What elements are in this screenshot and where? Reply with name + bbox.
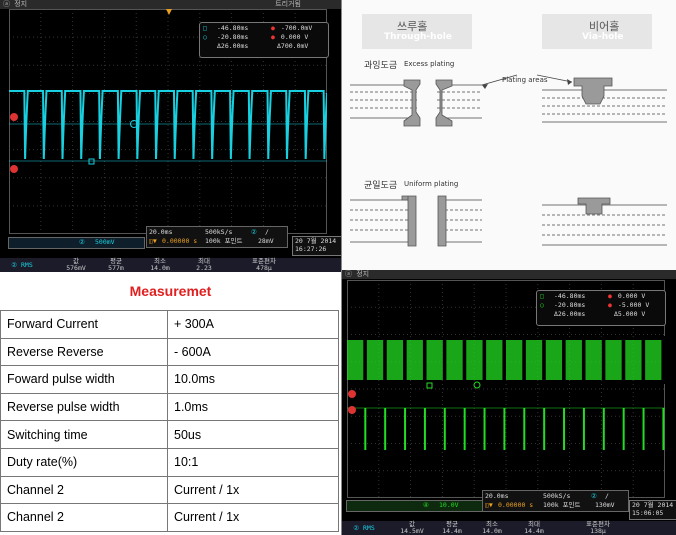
via-hole-title-en: Via-hole (582, 32, 624, 42)
parameter-name-cell: Foward pulse width (0, 365, 168, 394)
parameter-name-cell: Duty rate(%) (0, 447, 168, 477)
scope1-horizontal-settings[interactable]: 20.0ms 500kS/s ② / ◫▼ 0.00000 s 100k 포인트… (146, 226, 288, 248)
scope2-cursor-marker (426, 382, 433, 389)
parameter-value-cell: Current / 1x (167, 475, 339, 505)
parameter-name-cell: Reverse pulse width (0, 392, 168, 422)
parameter-name-cell: Forward Current (0, 310, 168, 339)
plating-cross-section-drawing (350, 14, 667, 247)
scope2-gap (462, 336, 467, 384)
scope2-gap (363, 336, 367, 384)
scope1-statistics-bar: ② RMS 값 평균 최소 최대 표준편차 576mV 577m 14.0m 2… (0, 258, 341, 272)
parameter-name-cell: Channel 2 (0, 475, 168, 505)
oscilloscope-screen-1: ⓐ 정지 트리거됨 □-46.80ms●-700.0mV ○-20.80ms●0… (0, 0, 342, 272)
cursor-b-marker (10, 113, 18, 121)
scope2-gap (621, 336, 626, 384)
cursor-b-marker (348, 390, 356, 398)
scope2-gap (581, 336, 586, 384)
scope1-waveform-display[interactable] (9, 9, 327, 234)
through-hole-title-en: Through-hole (384, 32, 452, 42)
scope2-run-status: ⓐ 정지 (345, 270, 370, 278)
scope2-gap (641, 336, 646, 384)
parameter-value-cell: Current / 1x (167, 503, 339, 532)
parameter-value-cell: + 300A (167, 310, 339, 339)
scope1-cursor-marker (88, 158, 95, 165)
scope2-gap (661, 336, 665, 384)
scope2-gap (601, 336, 606, 384)
scope2-horizontal-settings[interactable]: 20.0ms 500kS/s ② / ◫▼ 0.00000 s 100k 포인트… (482, 490, 629, 512)
scope1-cursor-marker (130, 120, 138, 128)
scope2-gap (383, 336, 387, 384)
trigger-position-marker (166, 9, 172, 15)
scope2-gap (422, 336, 427, 384)
scope2-gap (482, 336, 487, 384)
scope2-status-bar: ⓐ 정지 (342, 270, 676, 279)
excess-plating-label-kr: 과잉도금 (364, 61, 398, 71)
parameter-value-cell: 50us (167, 420, 339, 449)
table-row: Duty rate(%)10:1 (0, 447, 339, 477)
scope2-gap (502, 336, 506, 384)
parameter-value-cell: 10:1 (167, 447, 339, 477)
parameter-value-cell: 1.0ms (167, 392, 339, 422)
plating-diagram: 쓰루홀 Through-hole 비어홀 Via-hole 과잉도금 Exces… (342, 0, 676, 270)
oscilloscope-screen-2: ⓐ 정지 □-46.80ms●0.000 V ○-20.80ms●-5.000 … (341, 270, 676, 535)
scope2-cursor-readout: □-46.80ms●0.000 V ○-20.80ms●-5.000 V Δ26… (536, 290, 666, 326)
scope1-datetime: 20 7월 2014 16:27:26 (292, 236, 341, 256)
scope2-gap (562, 336, 566, 384)
uniform-plating-label-en: Uniform plating (404, 180, 459, 188)
scope2-statistics-bar: ② RMS 값 평균 최소 최대 표준편차 14.5mV 14.4m 14.0m… (342, 521, 676, 535)
parameter-value-cell: - 600A (167, 337, 339, 367)
scope1-status-bar: ⓐ 정지 트리거됨 (0, 0, 341, 9)
scope1-trigger-status: 트리거됨 (275, 0, 301, 8)
cursor-b-marker (10, 165, 18, 173)
scope2-cursor-marker (473, 381, 481, 389)
parameter-value-cell: 10.0ms (167, 365, 339, 394)
parameter-name-cell: Channel 2 (0, 503, 168, 532)
measurement-title: Measuremet (129, 283, 212, 299)
cursor-b-marker (348, 406, 356, 414)
scope2-gap (442, 336, 447, 384)
parameter-name-cell: Reverse Reverse (0, 337, 168, 367)
parameter-name-cell: Switching time (0, 420, 168, 449)
scope1-run-status: ⓐ 정지 (3, 0, 28, 8)
scope2-gap (542, 336, 546, 384)
uniform-plating-label-kr: 균일도금 (364, 181, 398, 191)
scope2-channel-scale[interactable]: ④ 10.0V (346, 500, 483, 512)
table-row: Forward Current+ 300A (0, 310, 339, 339)
scope2-gap (403, 336, 407, 384)
plating-areas-label: Plating areas (502, 76, 548, 84)
table-row: Reverse Reverse- 600A (0, 337, 339, 367)
scope1-trace (9, 90, 327, 160)
through-hole-title-kr: 쓰루홀 (397, 20, 428, 33)
scope2-gap (522, 336, 526, 384)
excess-plating-label-en: Excess plating (404, 60, 455, 68)
via-hole-title-kr: 비어홀 (589, 20, 620, 33)
scope2-datetime: 20 7월 2014 15:06:05 (629, 500, 676, 520)
scope1-channel2-scale[interactable]: ② 500mV (8, 237, 145, 249)
scope1-cursor-readout: □-46.80ms●-700.0mV ○-20.80ms●0.000 V Δ26… (199, 22, 329, 58)
